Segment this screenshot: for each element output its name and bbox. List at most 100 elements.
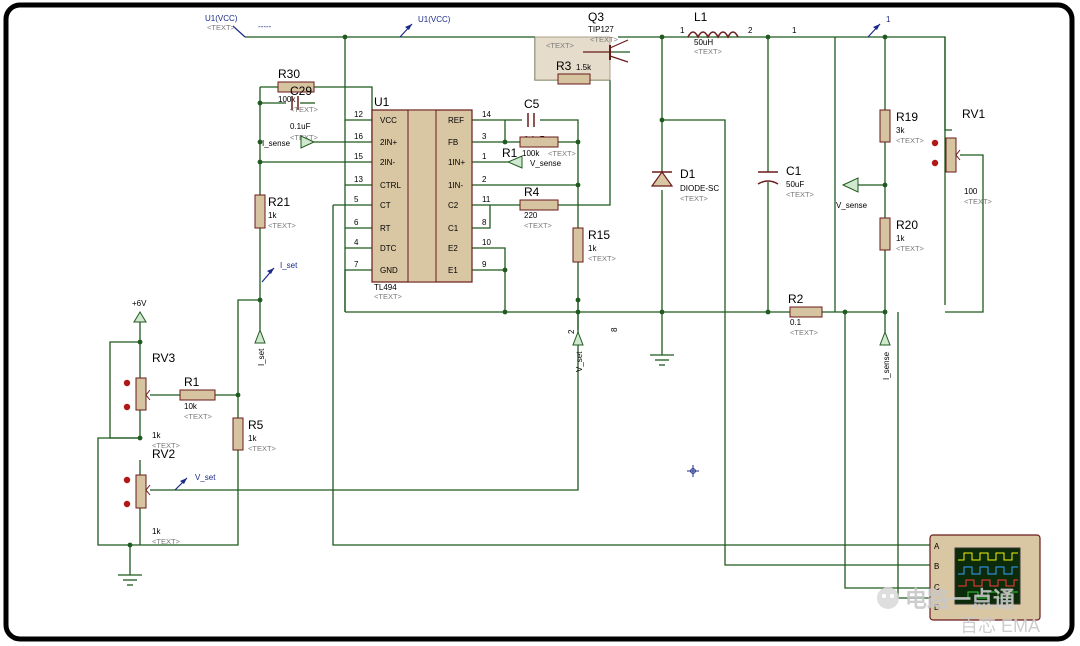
d1-diode[interactable]: D1 DIODE-SC <TEXT> xyxy=(650,167,719,203)
dash-label: ----- xyxy=(258,22,272,31)
c5-ref: C5 xyxy=(524,97,540,111)
d1-ref: D1 xyxy=(680,167,696,181)
u1-pin-10-name: E2 xyxy=(448,244,458,253)
r21-value: 1k xyxy=(268,211,277,220)
u1-part: TL494 xyxy=(374,283,397,292)
d1-value: DIODE-SC xyxy=(680,184,719,193)
u1-pin-11-number: 11 xyxy=(482,195,491,204)
r4-value: 220 xyxy=(524,211,538,220)
i-set-probe: I_set xyxy=(261,261,298,283)
q3-ref: Q3 xyxy=(588,10,604,24)
u1-pin-12-name: VCC xyxy=(380,116,397,125)
rv1-potentiometer[interactable]: RV1 100 <TEXT> xyxy=(931,107,993,206)
u1-pin-12-number: 12 xyxy=(354,110,363,119)
u1-pin-4-name: DTC xyxy=(380,244,397,253)
rv3-value: 1k xyxy=(152,431,161,440)
r19-value: 3k xyxy=(896,126,905,135)
rv1-value: 100 xyxy=(964,187,978,196)
c1-placeholder: <TEXT> xyxy=(786,190,815,199)
scope-channel-a: A xyxy=(934,542,940,551)
rv2-placeholder: <TEXT> xyxy=(152,537,181,546)
i-set-terminal: I_set xyxy=(254,328,266,366)
i-set-probe-label: I_set xyxy=(280,261,298,270)
l1-placeholder: <TEXT> xyxy=(694,47,723,56)
u1-pin-14-number: 14 xyxy=(482,110,491,119)
node-one-label: 1 xyxy=(792,26,797,35)
u1-pin-3-number: 3 xyxy=(482,132,487,141)
r30-resistor[interactable]: R30 100k xyxy=(277,67,315,104)
u1-pin-15-name: 2IN- xyxy=(380,158,395,167)
c29-ref: C29 xyxy=(290,84,312,98)
pin-two-label: 2 xyxy=(567,329,576,334)
r3-resistor[interactable]: R3 1.5k xyxy=(556,59,592,85)
u1-pin-10-number: 10 xyxy=(482,238,491,247)
u1-pin-6-name: RT xyxy=(380,224,391,233)
r1-fb-ref: R1 xyxy=(502,146,518,160)
u1-pin-2-name: 1IN- xyxy=(448,181,463,190)
u1-tl494[interactable]: U1 TL494 <TEXT> 12VCC162IN+152IN-13CTRL5… xyxy=(354,95,491,301)
r20-resistor[interactable]: R20 1k <TEXT> xyxy=(879,217,925,253)
r1-feedback-resistor[interactable]: 100k R1 <TEXT> xyxy=(502,136,577,160)
u1-ref: U1 xyxy=(374,95,390,109)
r1-set-ref: R1 xyxy=(184,375,200,389)
i-sense-terminal-bottom: I_sense xyxy=(879,330,891,380)
i-set-terminal-label: I_set xyxy=(257,348,266,366)
r20-value: 1k xyxy=(896,234,905,243)
r1-fb-placeholder: <TEXT> xyxy=(548,149,577,158)
u1-pin-8-name: C1 xyxy=(448,224,459,233)
u1-placeholder: <TEXT> xyxy=(374,292,403,301)
rv3-placeholder: <TEXT> xyxy=(152,441,181,450)
l1-inductor[interactable]: L1 50uH <TEXT> 1 2 xyxy=(680,10,753,56)
q3-transistor[interactable]: Q3 TIP127 <TEXT> <TEXT> xyxy=(534,10,629,81)
probe-one: 1 xyxy=(867,15,891,38)
probe-one-label: 1 xyxy=(886,15,891,24)
r5-resistor[interactable]: R5 1k <TEXT> xyxy=(232,417,277,453)
plus-6v-label: +6V xyxy=(132,299,147,308)
junctions xyxy=(127,34,888,548)
r19-ref: R19 xyxy=(896,110,918,124)
r1-set-resistor[interactable]: R1 10k <TEXT> xyxy=(179,375,216,421)
u1-pin-6-number: 6 xyxy=(354,218,359,227)
r15-resistor[interactable]: R15 1k <TEXT> xyxy=(572,227,617,263)
r2-resistor[interactable]: R2 0.1 <TEXT> xyxy=(788,292,823,337)
r19-resistor[interactable]: R19 3k <TEXT> xyxy=(879,109,925,145)
v-sense-terminal-mid: V_sense xyxy=(506,155,562,169)
r4-resistor[interactable]: R4 220 <TEXT> xyxy=(519,185,559,230)
l1-value: 50uH xyxy=(694,38,713,47)
oscilloscope-instrument[interactable]: A B C D xyxy=(929,534,1041,621)
d1-placeholder: <TEXT> xyxy=(680,194,709,203)
u1-pin-1-name: 1IN+ xyxy=(448,158,465,167)
watermark-line1: 电路一点通 xyxy=(905,587,1015,612)
r1-set-value: 10k xyxy=(184,402,198,411)
wechat-logo-icon xyxy=(877,587,899,609)
r4-ref: R4 xyxy=(524,185,540,199)
v-set-terminal-label: V_set xyxy=(575,351,584,372)
u1-pin-2-number: 2 xyxy=(482,175,487,184)
r5-value: 1k xyxy=(248,434,257,443)
u1-pin-16-number: 16 xyxy=(354,132,363,141)
u1-pin-15-number: 15 xyxy=(354,152,363,161)
l1-ref: L1 xyxy=(694,10,708,24)
vcc-mid-label: U1(VCC) xyxy=(418,15,451,24)
rv3-potentiometer[interactable]: RV3 1k <TEXT> xyxy=(123,351,181,450)
rv2-potentiometer[interactable]: RV2 1k <TEXT> xyxy=(123,447,181,546)
c29-placeholder: <TEXT> xyxy=(290,105,319,114)
r15-value: 1k xyxy=(588,244,597,253)
c1-value: 50uF xyxy=(786,180,804,189)
u1-pin-7-name: GND xyxy=(380,266,398,275)
q3-placeholder-2: <TEXT> xyxy=(590,35,619,44)
r20-ref: R20 xyxy=(896,218,918,232)
c29-value: 0.1uF xyxy=(290,122,311,131)
r21-resistor[interactable]: R21 1k <TEXT> xyxy=(254,194,297,230)
rv1-ref: RV1 xyxy=(962,107,985,121)
vcc-mid-probe: U1(VCC) xyxy=(399,15,451,38)
c1-capacitor[interactable]: C1 50uF <TEXT> xyxy=(757,164,815,199)
crosshair-marker-icon xyxy=(687,465,699,477)
watermark: 电路一点通 百芯 EMA xyxy=(877,587,1040,636)
rv3-ref: RV3 xyxy=(152,351,175,365)
u1-pin-5-number: 5 xyxy=(354,195,359,204)
u1-pin-8-number: 8 xyxy=(482,218,487,227)
r3-ref: R3 xyxy=(556,59,572,73)
u1-pin-16-name: 2IN+ xyxy=(380,138,397,147)
